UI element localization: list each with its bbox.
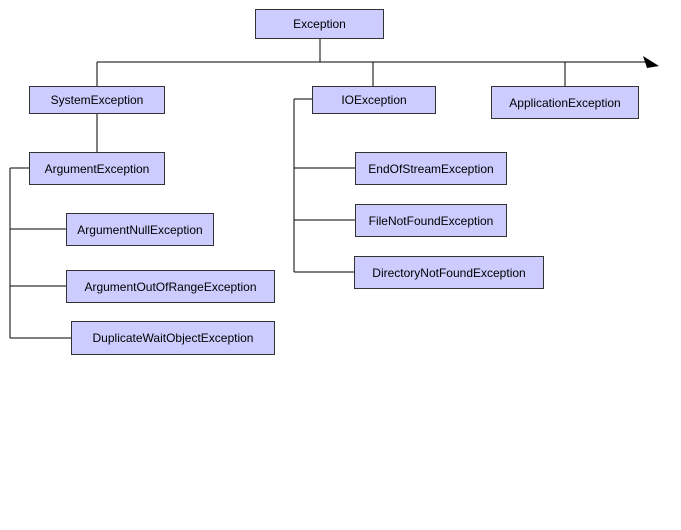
node-io-exception: IOException [312,86,436,114]
node-duplicate-wait-object-exception: DuplicateWaitObjectException [71,321,275,355]
node-argument-out-of-range-exception: ArgumentOutOfRangeException [66,270,275,303]
node-exception: Exception [255,9,384,39]
node-argument-exception: ArgumentException [29,152,165,185]
arrow-head-icon [643,56,659,68]
node-file-not-found-exception: FileNotFoundException [355,204,507,237]
node-system-exception: SystemException [29,86,165,114]
node-application-exception: ApplicationException [491,86,639,119]
node-end-of-stream-exception: EndOfStreamException [355,152,507,185]
node-argument-null-exception: ArgumentNullException [66,213,214,246]
node-directory-not-found-exception: DirectoryNotFoundException [354,256,544,289]
